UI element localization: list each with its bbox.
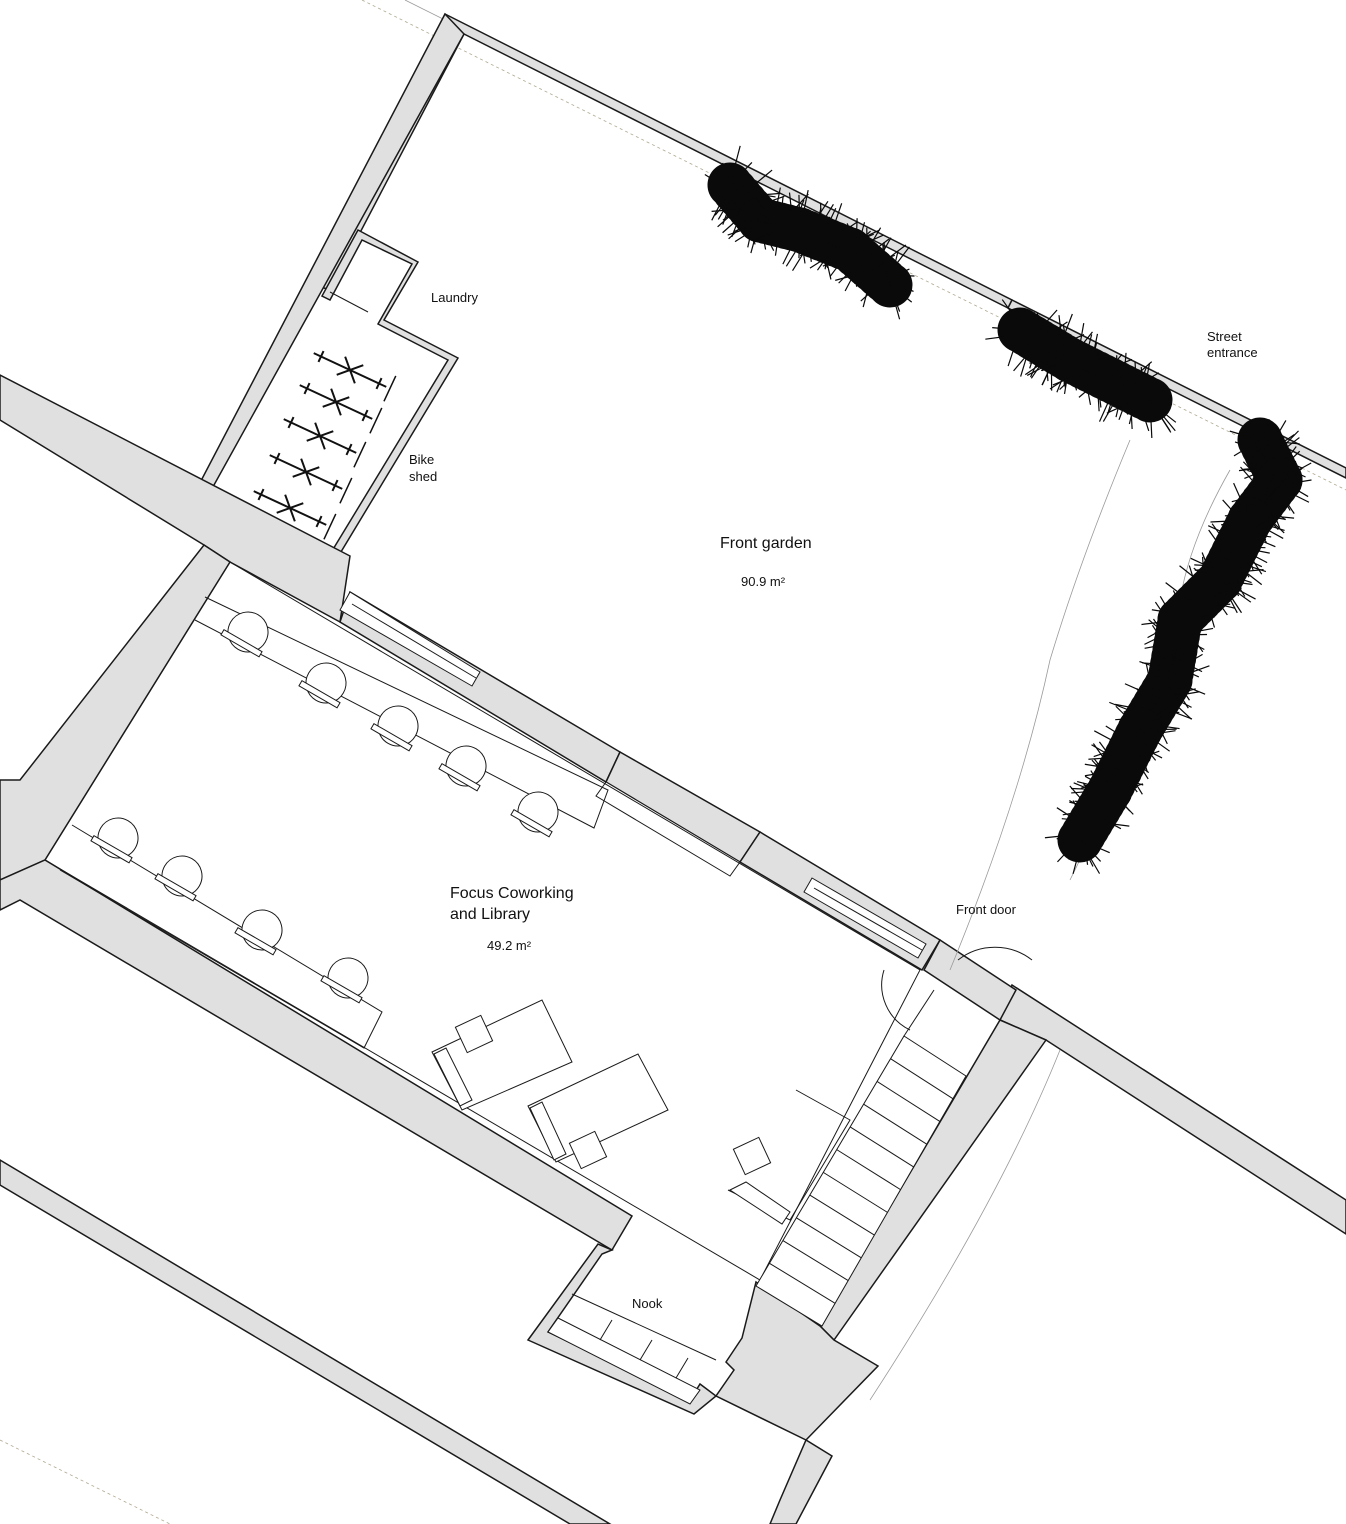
stair-tread: [809, 1194, 875, 1236]
laundry-enclosure: [317, 228, 460, 582]
front-garden-label: Front garden: [720, 535, 812, 552]
lounge-sofa: [527, 1053, 669, 1170]
hedge-clump: [1044, 417, 1312, 875]
bike: [283, 416, 367, 468]
nook-label: Nook: [632, 1296, 663, 1311]
window: [595, 781, 741, 877]
garden-path: [869, 439, 1231, 1401]
street-entrance-label: Street: [1207, 329, 1242, 344]
bike: [299, 382, 383, 434]
chair: [320, 957, 369, 1004]
coworking-label: and Library: [450, 906, 530, 923]
bike-shed-label: shed: [409, 469, 437, 484]
reading-chair: [727, 1089, 851, 1225]
chair: [234, 909, 283, 956]
garden-wall: [190, 12, 1346, 504]
lounge-sofa: [431, 999, 573, 1111]
window: [803, 877, 927, 959]
chair: [438, 745, 487, 792]
bike-shed-label: Bike: [409, 452, 434, 467]
stair-tread: [876, 1081, 941, 1122]
street-entrance-label: entrance: [1207, 345, 1258, 360]
front-garden-area: 90.9 m²: [741, 574, 786, 589]
chair: [510, 791, 559, 838]
front-door: [881, 946, 1033, 1037]
hedge: [704, 145, 1312, 875]
chair: [90, 817, 139, 864]
chair: [220, 611, 269, 658]
stair-tread: [769, 1262, 836, 1304]
bike: [253, 488, 337, 540]
building-walls: [0, 374, 1346, 1524]
chair: [298, 662, 347, 709]
stair-tread: [782, 1240, 849, 1281]
stair-tread: [836, 1149, 901, 1191]
window: [339, 591, 481, 687]
stair-tread: [823, 1171, 888, 1213]
chair: [370, 705, 419, 752]
coworking-label: Focus Coworking: [450, 885, 574, 902]
stair-tread: [890, 1058, 954, 1100]
stair-tread: [863, 1103, 927, 1145]
desk-chairs: [90, 611, 559, 1004]
bike: [313, 350, 397, 402]
hedge-clump: [704, 145, 915, 320]
chair: [154, 855, 203, 902]
hedge-clump: [985, 299, 1177, 438]
laundry-label: Laundry: [431, 290, 478, 305]
coworking-area: 49.2 m²: [487, 938, 532, 953]
stair-tread: [796, 1217, 862, 1259]
bike: [269, 452, 353, 504]
stair-tread: [849, 1126, 914, 1168]
nook-sofa: [547, 1293, 717, 1405]
desk-row-lower: [59, 824, 383, 1049]
front-door-label: Front door: [956, 902, 1017, 917]
bike-rack: [253, 350, 397, 540]
staircase: [755, 1035, 967, 1327]
